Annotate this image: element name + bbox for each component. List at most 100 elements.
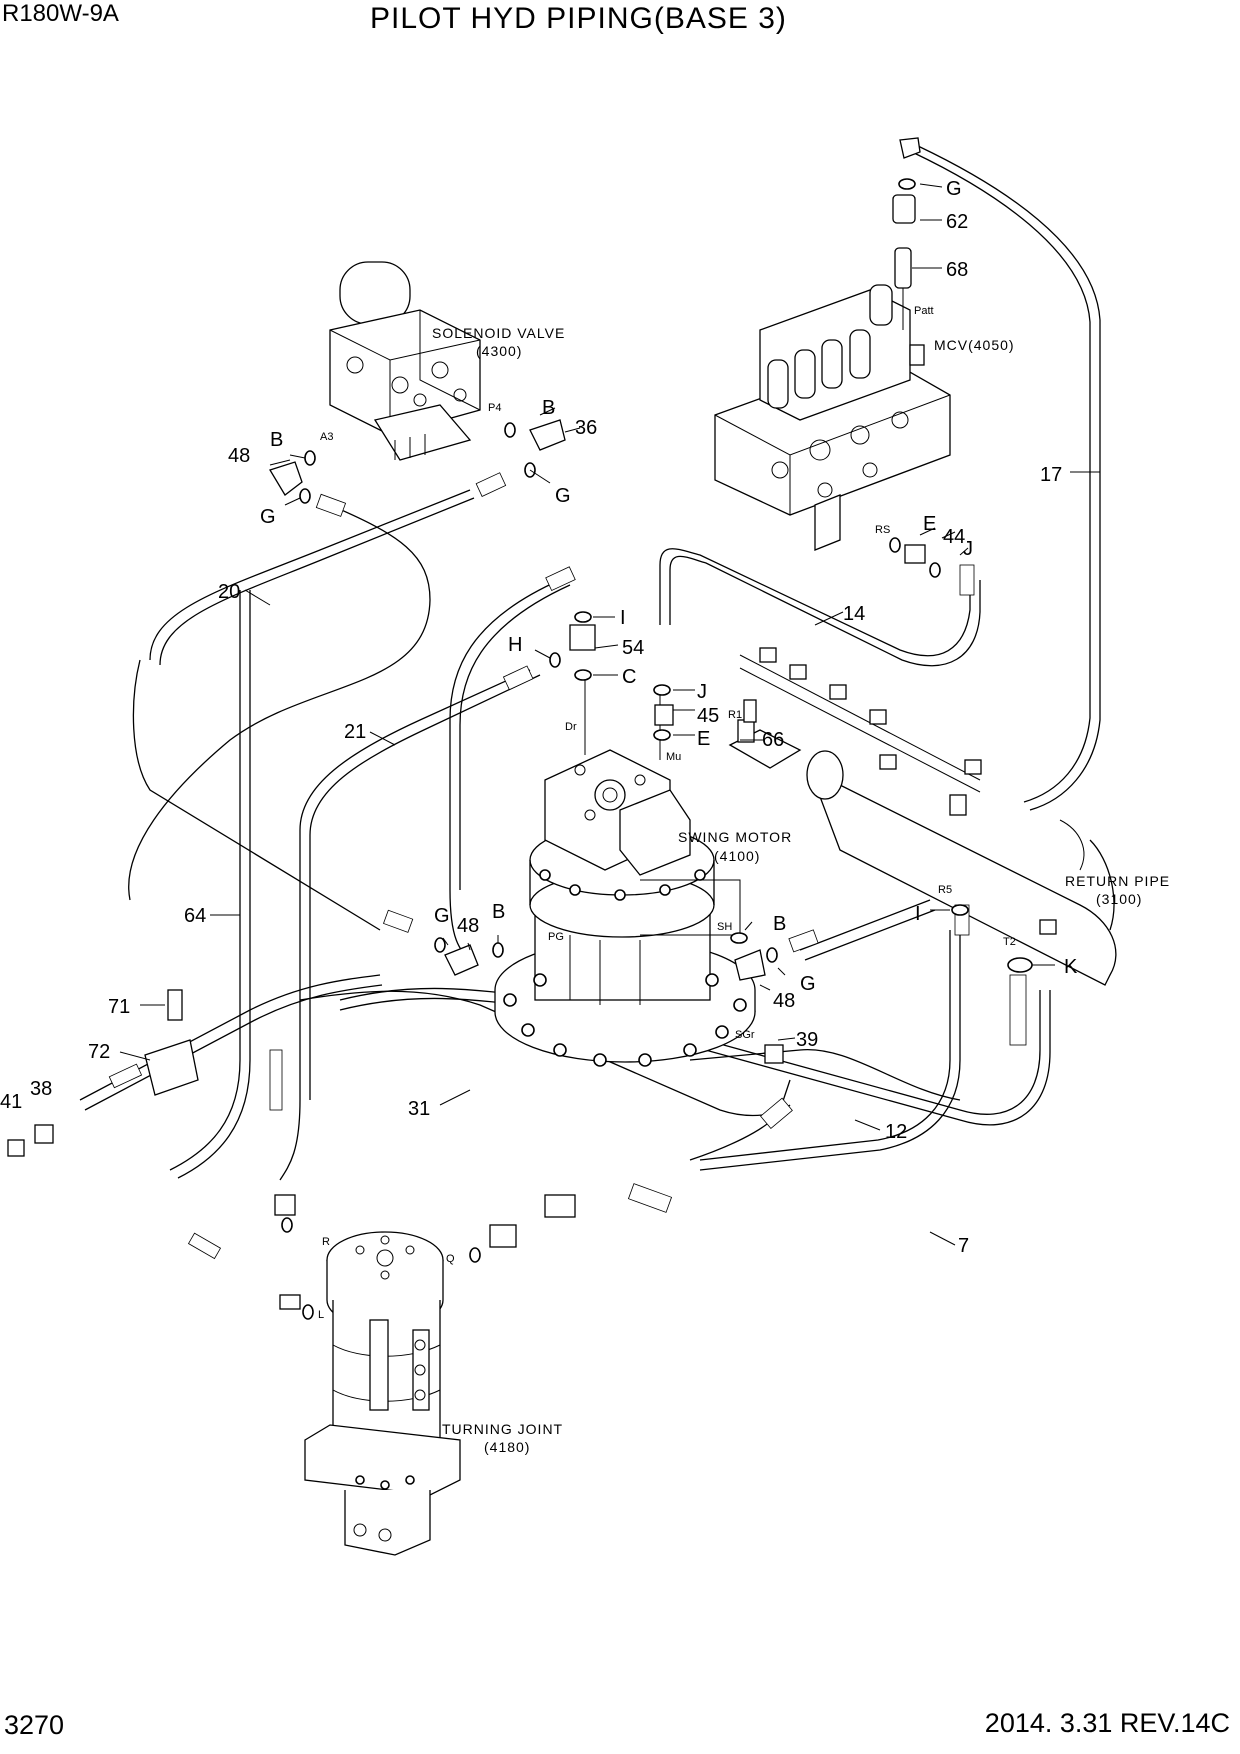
hose-end-14 bbox=[959, 564, 975, 596]
hose-r5 bbox=[799, 899, 931, 951]
callout-b-right: B bbox=[542, 397, 555, 419]
mcv-patt-port bbox=[909, 344, 925, 366]
return-pipe bbox=[728, 729, 1117, 986]
callout-k: K bbox=[1064, 956, 1078, 978]
callout-i: I bbox=[620, 607, 626, 629]
callout-54: 54 bbox=[622, 637, 644, 659]
hose-end-72 bbox=[108, 1063, 143, 1089]
port-a3: A3 bbox=[320, 431, 333, 443]
port-pg: PG bbox=[548, 931, 564, 943]
solenoid-valve bbox=[329, 261, 481, 461]
callout-48-motor: 48 bbox=[457, 915, 479, 937]
turning-joint-bottom bbox=[344, 1490, 431, 1556]
oring-k bbox=[1007, 957, 1033, 973]
hose-end-64 bbox=[269, 1049, 283, 1111]
label-swing-motor: SWING MOTOR bbox=[678, 829, 792, 845]
hose-48-line-b bbox=[459, 584, 571, 890]
adapter-q bbox=[489, 1224, 517, 1248]
callout-17: 17 bbox=[1040, 464, 1062, 486]
hose-end-r bbox=[187, 1232, 222, 1260]
page-title: PILOT HYD PIPING(BASE 3) bbox=[370, 2, 787, 35]
hose-17 bbox=[917, 145, 1101, 811]
page-number: 3270 bbox=[4, 1710, 65, 1740]
callout-62: 62 bbox=[946, 211, 968, 233]
elbow-48-right bbox=[734, 949, 766, 981]
callout-b-sh: B bbox=[773, 913, 786, 935]
revision-date: 2014. 3.31 REV.14C bbox=[984, 1708, 1230, 1738]
mcv-spool-1 bbox=[767, 359, 789, 409]
plug-41 bbox=[7, 1139, 25, 1157]
callouts: G 62 68 17 B 36 48 G B G 20 E 44 J 14 I … bbox=[0, 178, 1078, 1257]
callout-66: 66 bbox=[762, 729, 784, 751]
callout-44: 44 bbox=[943, 526, 965, 548]
fitting-f bbox=[964, 759, 982, 775]
mcv-foot bbox=[814, 494, 841, 551]
hose-12 bbox=[689, 1049, 961, 1101]
flange-bolts bbox=[503, 869, 747, 1067]
port-dr: Dr bbox=[565, 721, 577, 733]
port-q: Q bbox=[446, 1253, 455, 1265]
turning-joint bbox=[304, 1231, 461, 1556]
oring-q bbox=[469, 1247, 481, 1263]
plug-38 bbox=[34, 1124, 54, 1144]
oring-c bbox=[574, 669, 592, 681]
hose-end-h bbox=[502, 665, 534, 691]
hose-17-inner bbox=[911, 151, 1091, 803]
callout-31: 31 bbox=[408, 1098, 430, 1120]
port-patt: Patt bbox=[914, 305, 934, 317]
hose-64 bbox=[132, 659, 381, 931]
callout-7: 7 bbox=[958, 1235, 969, 1257]
oring-l bbox=[302, 1304, 314, 1320]
label-solenoid-valve: SOLENOID VALVE bbox=[432, 325, 565, 341]
callout-14: 14 bbox=[843, 603, 865, 625]
mcv-spool-5 bbox=[869, 284, 893, 326]
oring-r bbox=[281, 1217, 293, 1233]
clamp-72 bbox=[144, 1039, 199, 1096]
callout-e-mcv: E bbox=[923, 513, 936, 535]
turning-joint-block bbox=[412, 1329, 430, 1411]
callout-39: 39 bbox=[796, 1029, 818, 1051]
hose-21 bbox=[279, 669, 531, 1181]
adapter-t2 bbox=[1039, 919, 1057, 935]
oring-g-left bbox=[299, 488, 311, 504]
mcv-spool-4 bbox=[849, 329, 871, 379]
callout-g-right: G bbox=[555, 485, 571, 507]
oring-b-left-motor bbox=[492, 942, 504, 958]
turning-joint-rib bbox=[369, 1319, 389, 1411]
hose-end-g-right bbox=[475, 472, 507, 497]
adapter-44 bbox=[904, 544, 926, 564]
hose-end-k bbox=[1009, 974, 1027, 1046]
port-t2: T2 bbox=[1003, 936, 1016, 948]
tee-54 bbox=[569, 624, 596, 651]
hose-72b bbox=[84, 984, 383, 1111]
elbow-top bbox=[899, 137, 921, 159]
hose-end-7 bbox=[627, 1183, 673, 1213]
mcv bbox=[714, 284, 951, 551]
hose-end-g-left bbox=[315, 493, 347, 517]
oring-b-left bbox=[304, 450, 316, 466]
callout-b-motor: B bbox=[492, 901, 505, 923]
callout-g-left: G bbox=[260, 506, 276, 528]
fitting-c bbox=[829, 684, 847, 700]
callout-41: 41 bbox=[0, 1091, 22, 1113]
hose-12c bbox=[699, 930, 951, 1161]
hose-20b bbox=[149, 489, 471, 661]
hose-end-top bbox=[545, 566, 576, 592]
label-swing-motor-code: (4100) bbox=[714, 848, 760, 864]
hose-64b bbox=[169, 590, 241, 1171]
label-solenoid-valve-code: (4300) bbox=[476, 343, 522, 359]
mcv-spool-2 bbox=[794, 349, 816, 399]
fitting-b bbox=[789, 664, 807, 680]
callout-48-upper: 48 bbox=[228, 445, 250, 467]
oring-g-left-motor bbox=[434, 937, 446, 953]
port-r5: R5 bbox=[938, 884, 952, 896]
callout-68: 68 bbox=[946, 259, 968, 281]
mcv-fitting-rail bbox=[737, 647, 982, 816]
port-rs: RS bbox=[875, 524, 890, 536]
port-r: R bbox=[322, 1236, 330, 1248]
port-mu: Mu bbox=[666, 751, 681, 763]
port-l: L bbox=[318, 1309, 324, 1321]
fittings bbox=[7, 178, 1057, 1320]
hose-20c bbox=[159, 497, 475, 666]
hose-20 bbox=[128, 504, 431, 901]
